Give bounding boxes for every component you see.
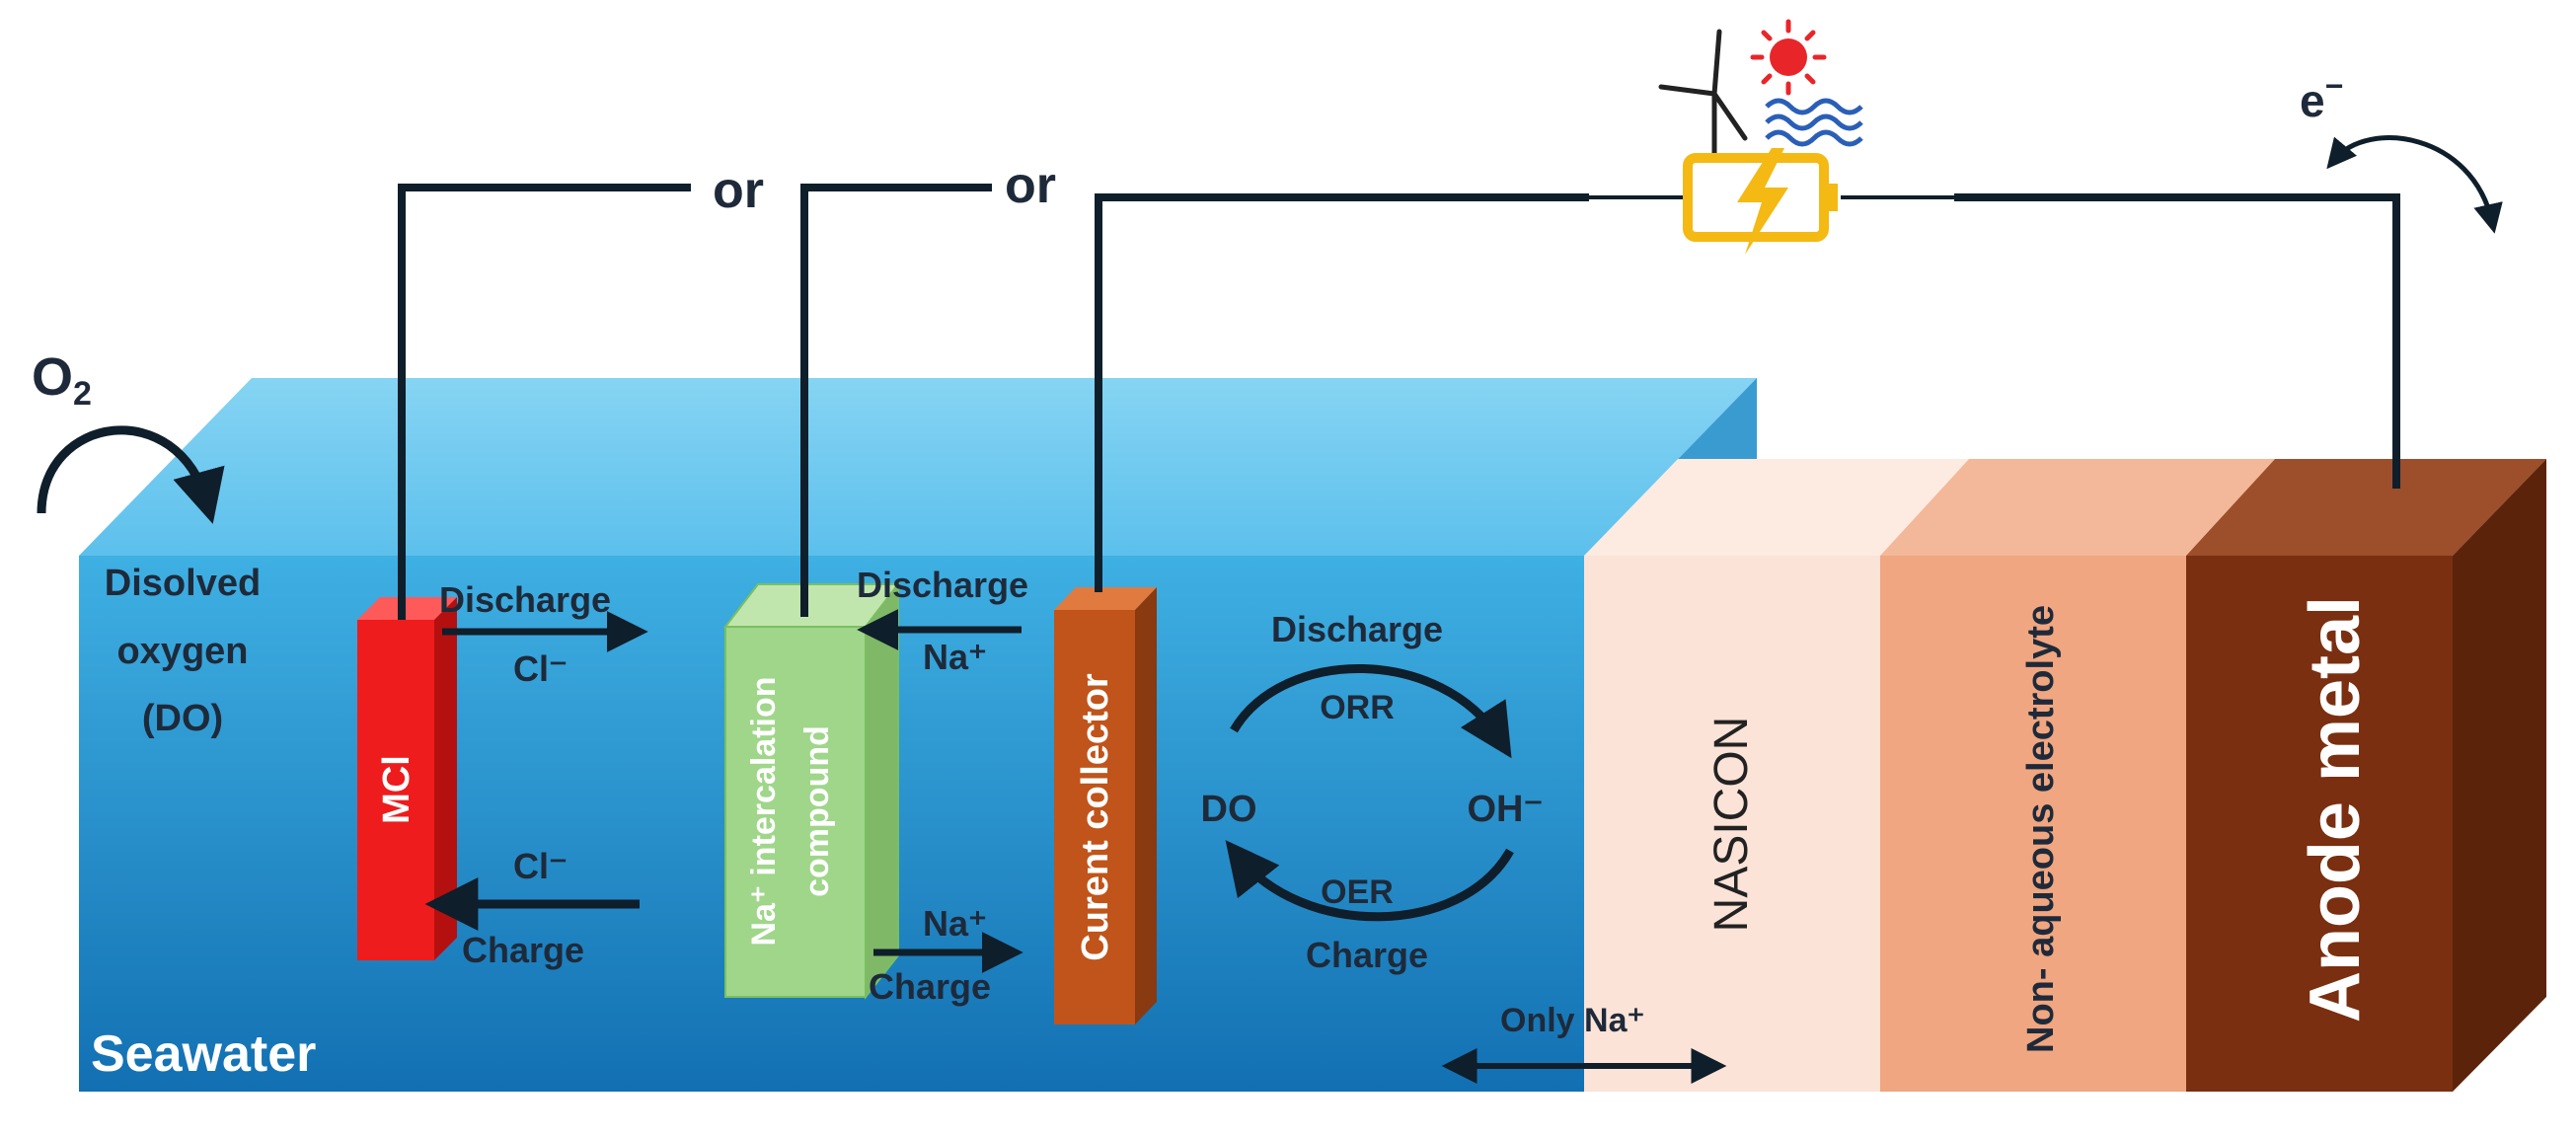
electron-label: e− [2300, 68, 2343, 126]
na-intercalation-label-l1: Na⁺ intercalation [745, 676, 783, 946]
mcl-charge-ion: Cl⁻ [513, 846, 568, 886]
battery-icon [1683, 148, 1838, 255]
wire-anode [1954, 193, 2400, 489]
wire-na-compound [800, 184, 992, 617]
na-discharge-ion: Na⁺ [923, 637, 987, 677]
wind-turbine-icon [1658, 29, 1748, 159]
nasicon-block [1584, 459, 1969, 1092]
o2-label: O2 [32, 347, 92, 413]
orr-arrow [1230, 664, 1512, 759]
wire-current-collector [1095, 193, 1589, 592]
or-label-1: or [713, 162, 764, 219]
seawater-lid [79, 378, 1757, 556]
wire-mci [398, 184, 691, 620]
dissolved-oxygen-label-l2: oxygen [116, 631, 248, 672]
dissolved-oxygen-label-l1: Disolved [105, 563, 261, 604]
current-collector-electrode: Curent collector [1054, 587, 1157, 1024]
o2-absorption-arrow [37, 425, 225, 524]
dissolved-oxygen-label-l3: (DO) [142, 698, 223, 739]
non-aqueous-electrolyte-block [1880, 459, 2275, 1092]
na-intercalation-electrode: Na⁺ intercalation compound [722, 581, 901, 1000]
sun-icon [1750, 19, 1827, 96]
mcl-charge-label: Charge [462, 930, 584, 970]
mci-label: MCl [376, 755, 417, 824]
na-intercalation-label-l2: compound [798, 725, 836, 897]
non-aqueous-label: Non- aqueous electrolyte [2020, 605, 2062, 1053]
mcl-discharge-label: Discharge [439, 579, 611, 620]
waves-icon [1765, 98, 1863, 147]
oer-arrow [1225, 840, 1514, 922]
electron-flow-arrow [2326, 135, 2503, 234]
nasicon-label: NASICON [1705, 717, 1758, 933]
current-collector-label: Curent collector [1075, 673, 1116, 961]
seawater-label: Seawater [91, 1025, 316, 1083]
mcl-discharge-ion: Cl⁻ [513, 648, 568, 689]
na-charge-label: Charge [869, 966, 991, 1007]
cycle-orr-label: ORR [1320, 689, 1395, 726]
cycle-discharge-label: Discharge [1271, 609, 1443, 649]
cycle-do-label: DO [1201, 789, 1257, 830]
cycle-oer-label: OER [1321, 873, 1394, 911]
mci-electrode: MCl [357, 597, 457, 960]
anode-metal-block [2186, 459, 2546, 1092]
or-label-2: or [1005, 157, 1056, 214]
cycle-charge-label: Charge [1306, 935, 1428, 975]
cycle-oh-label: OH⁻ [1467, 789, 1543, 830]
anode-metal-label: Anode metal [2296, 596, 2375, 1023]
na-discharge-label: Discharge [857, 565, 1028, 605]
only-na-label: Only Na⁺ [1500, 1002, 1644, 1039]
na-charge-ion: Na⁺ [923, 903, 987, 944]
